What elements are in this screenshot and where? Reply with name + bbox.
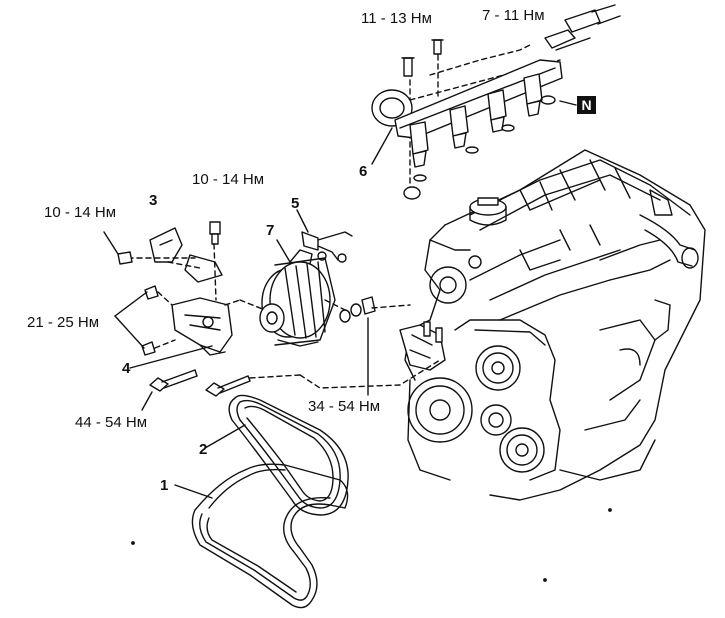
torque-label-long-bolts: 44 - 54 Нм (75, 414, 148, 431)
torque-label-rail-bolt: 11 - 13 Нм (361, 10, 432, 27)
injector-row (409, 73, 543, 168)
torque-label-bracket-bolts: 21 - 25 Нм (27, 314, 100, 331)
part-number-connector-5: 5 (291, 195, 300, 212)
part-number-bracket-4: 4 (122, 360, 131, 377)
connector-5 (296, 209, 353, 263)
fuel-rail-assembly (371, 4, 621, 200)
torque-label-rail-stud: 7 - 11 Нм (482, 7, 545, 24)
new-part-marker: N (577, 96, 596, 114)
part-number-fuel-rail-6: 6 (359, 163, 368, 180)
bracket-4 (114, 285, 241, 369)
torque-label-nut: 34 - 54 Нм (308, 398, 381, 415)
alternator (239, 239, 346, 347)
torque-label-bracket-bolt-top: 10 - 14 Нм (192, 171, 265, 188)
torque-label-bracket-bolt-left: 10 - 14 Нм (44, 204, 117, 221)
part-number-bracket-3: 3 (149, 192, 158, 209)
long-bolts (141, 369, 301, 411)
engine-block (399, 149, 706, 501)
part-number-belt-1: 1 (160, 477, 169, 494)
bracket-3 (103, 221, 223, 301)
drive-belt-2 (204, 394, 349, 516)
washers-nut (299, 296, 441, 396)
part-number-alternator-7: 7 (266, 222, 275, 239)
drive-belt-1 (174, 463, 349, 609)
part-number-belt-2: 2 (199, 441, 208, 458)
